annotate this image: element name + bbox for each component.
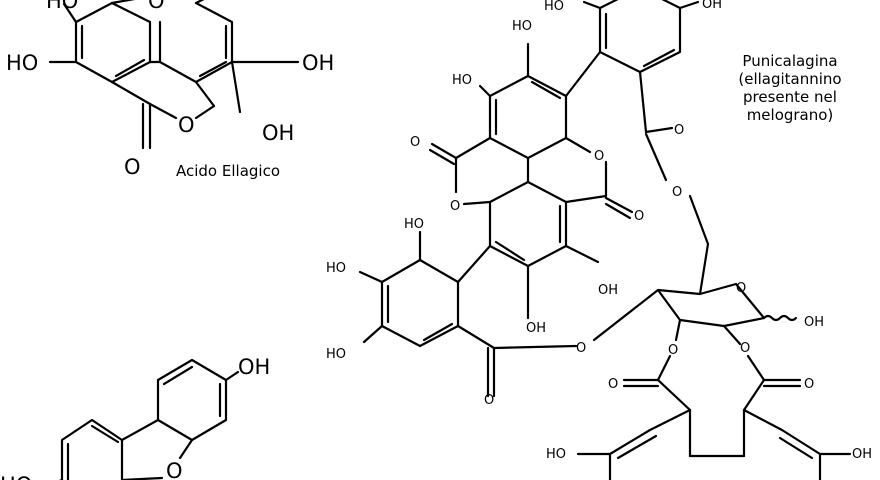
punic-ester-carbonyl-o: O (674, 123, 684, 138)
punicalagin-caption-line-1: Punicalagina (742, 52, 837, 70)
punic-oh-label-1: OH (598, 283, 618, 298)
punic-anomeric-oh: OH (804, 315, 824, 330)
punic-oh-top-right-label: OH (702, 0, 722, 12)
punic-ester-o-2: O (576, 341, 586, 356)
ellagic-ho-top-label: HO (46, 0, 78, 13)
punic-ester-o-4: O (740, 341, 750, 356)
punic-carbonyl-o-4: O (804, 377, 814, 392)
punicalagin-caption-line-2: (ellagitannino (738, 70, 841, 88)
punic-ho-top-left-label: HO (544, 0, 564, 14)
punic-oh-bottom-right: OH (852, 447, 872, 462)
urolithin-structure (58, 358, 240, 480)
punic-ho-label-5: HO (326, 347, 346, 362)
punic-ho-label-2: HO (452, 73, 472, 88)
ellagic-acid-structure (48, 0, 300, 150)
punic-glucose-ring-o: O (736, 281, 746, 296)
punic-carbonyl-o-left: O (410, 135, 420, 150)
punic-carbonyl-o-bottom: O (484, 393, 494, 408)
punic-ring-o-left: O (450, 199, 460, 214)
urolithin-oh-label: OH (238, 355, 270, 379)
ellagic-ho-left-label: HO (6, 51, 38, 75)
punic-oh-label-2: OH (526, 321, 546, 336)
punic-carbonyl-o-right: O (634, 209, 644, 224)
punic-ho-label-3: HO (404, 217, 424, 232)
punicalagin-caption-line-4: melograno) (747, 106, 834, 124)
punic-ho-label-4: HO (326, 261, 346, 276)
punic-ring-o-right: O (594, 149, 604, 164)
punic-carbonyl-o-3: O (608, 377, 618, 392)
ellagic-caption: Acido Ellagico (176, 162, 280, 180)
ellagic-ring-o-label: O (178, 113, 195, 137)
punic-ho-label-1: HO (512, 19, 532, 34)
ellagic-oh-lower-label: OH (262, 121, 294, 145)
punicalagin-caption-line-3: presente nel (743, 88, 837, 106)
punic-ester-o: O (672, 185, 682, 200)
urolithin-ring-o-label: O (166, 459, 183, 480)
ellagic-oh-right-label: OH (302, 51, 334, 75)
punic-ester-o-3: O (668, 343, 678, 358)
punic-ho-bottom-left: HO (546, 447, 566, 462)
ellagic-o-top-label: O (148, 0, 165, 13)
punicalagin-structure (358, 0, 852, 480)
ellagic-carbonyl-o-label: O (124, 155, 141, 179)
urolithin-ho-label: HO (0, 473, 32, 480)
